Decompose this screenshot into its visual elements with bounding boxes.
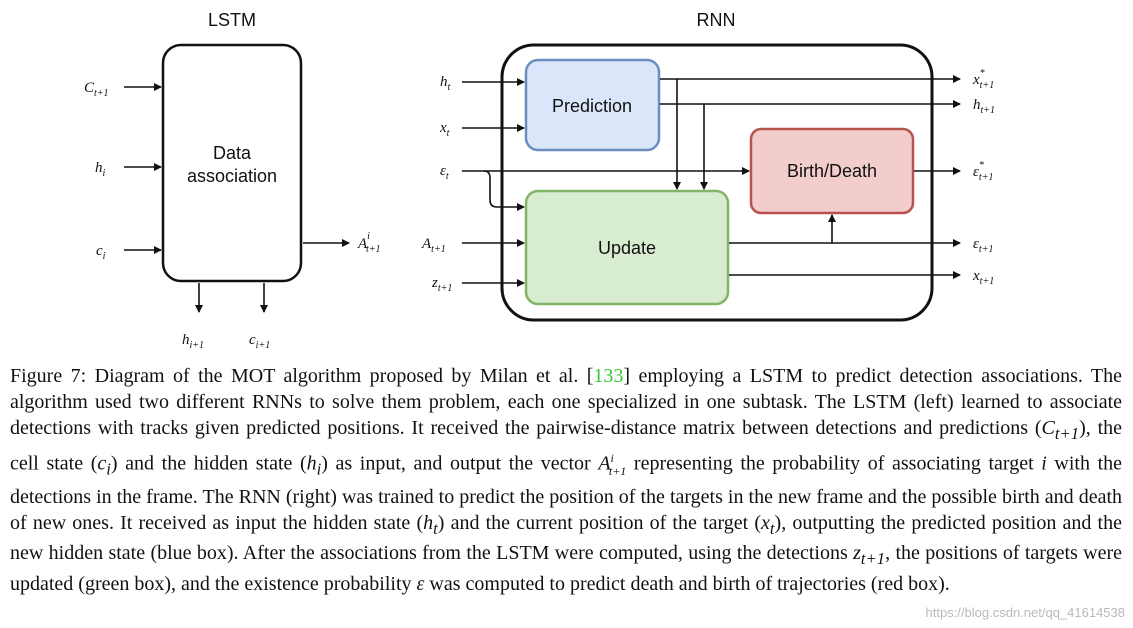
caption-math: ε (416, 573, 425, 596)
caption-text: ) and the current position of the target… (437, 511, 762, 534)
caption-text: representing the probability of associat… (626, 453, 1042, 476)
caption-math-sup: i (610, 451, 614, 466)
lstm-input-C-label: Ct+1 (84, 80, 109, 99)
caption-math: h (306, 453, 317, 476)
birth-death-label: Birth/Death (787, 161, 877, 181)
rnn-output-h-label: ht+1 (973, 97, 995, 116)
rnn-input-x-label: xt (439, 120, 450, 139)
caption-text: , the positions of targets were updated … (10, 542, 1122, 596)
rnn-input-z-label: zt+1 (431, 275, 452, 294)
prediction-label: Prediction (552, 96, 632, 116)
caption-math: A (598, 453, 611, 476)
update-label: Update (598, 238, 656, 258)
rnn-input-epsilon-label: εt (440, 163, 449, 182)
caption-math-sub: i (316, 460, 322, 480)
caption-math: C (1041, 416, 1055, 439)
rnn-output-epsilon-label: εt+1 (973, 236, 993, 255)
figure-caption: Figure 7: Diagram of the MOT algorithm p… (10, 364, 1122, 598)
caption-math: z (853, 542, 861, 565)
rnn-input-A-label: At+1 (421, 236, 446, 255)
caption-math-sub: i (106, 460, 111, 480)
caption-text: ), the cell state ( (10, 416, 1122, 476)
citation-link[interactable]: 133 (593, 365, 624, 387)
caption-math-sub: t+1 (860, 549, 886, 569)
caption-text: ] employing a LSTM to predict detection … (10, 365, 1123, 439)
caption-math: i (1041, 453, 1047, 476)
caption-math-sub: t (769, 518, 775, 538)
caption-text: Diagram of the MOT algorithm proposed by… (94, 365, 594, 387)
lstm-title: LSTM (208, 10, 256, 30)
lstm-input-c-label: ci (96, 243, 106, 262)
data-association-box (161, 43, 303, 283)
caption-math-sub: t+1 (608, 464, 627, 479)
caption-text: was computed to predict death and birth … (424, 573, 950, 596)
caption-math: c (97, 453, 107, 476)
figure-label: Figure 7: (10, 365, 87, 387)
rnn-output-x-label: xt+1 (972, 268, 994, 287)
lstm-output-h-label: hi+1 (182, 332, 204, 351)
rnn-title: RNN (697, 10, 736, 30)
epsilon-to-update-arrow (483, 170, 525, 211)
lstm-output-c-label: ci+1 (249, 332, 270, 351)
update-box (524, 189, 730, 306)
lstm-input-h-label: hi (95, 160, 106, 179)
caption-math: h (423, 511, 434, 534)
caption-text: ), outputting the predicted position and… (10, 511, 1122, 565)
data-association-label-line2: association (187, 166, 277, 186)
watermark: https://blog.csdn.net/qq_41614538 (925, 605, 1126, 620)
rnn-output-x-star-label: x*t+1 (972, 68, 994, 91)
prediction-box (524, 58, 661, 152)
birth-death-box (749, 127, 915, 215)
caption-math-sub: t+1 (1054, 423, 1080, 443)
caption-text: ) as input, and output the vector (321, 453, 599, 476)
rnn-input-h-label: ht (440, 74, 451, 93)
caption-math: x (761, 511, 770, 534)
caption-math-sub: t (433, 518, 438, 538)
rnn-output-epsilon-star-label: ε*t+1 (973, 160, 993, 183)
caption-text: with the detections in the frame. The RN… (10, 453, 1123, 534)
caption-text: ) and the hidden state ( (110, 453, 307, 476)
data-association-label-line1: Data (213, 143, 252, 163)
